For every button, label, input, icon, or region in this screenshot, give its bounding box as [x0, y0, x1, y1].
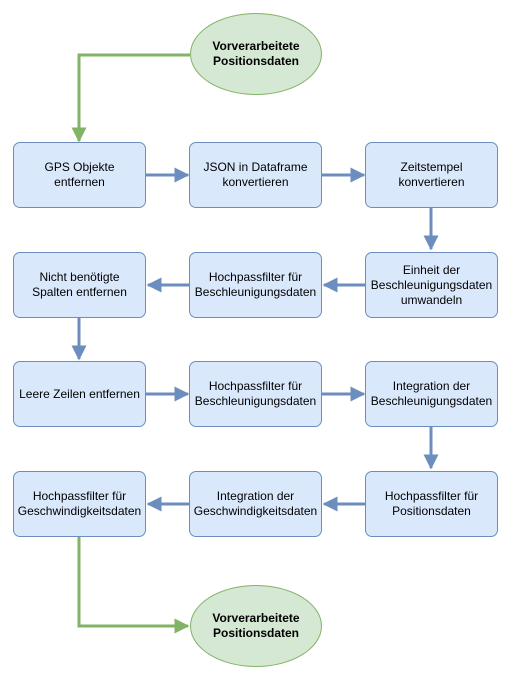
connector-hochpass-geschw-to-end	[77, 537, 190, 634]
step-hochpassfilter-beschleunigung-1: Hochpassfilter für Beschleunigungsdaten	[189, 252, 322, 318]
step-label: Leere Zeilen entfernen	[19, 386, 140, 401]
step-hochpassfilter-beschleunigung-2: Hochpassfilter für Beschleunigungsdaten	[189, 361, 322, 427]
step-label: Hochpassfilter für Positionsdaten	[384, 489, 479, 518]
step-label: Integration der Beschleunigungsdaten	[370, 379, 493, 408]
step-leere-zeilen-entfernen: Leere Zeilen entfernen	[13, 361, 146, 427]
step-label: Hochpassfilter für Geschwindigkeitsdaten	[17, 489, 142, 518]
step-label: Nicht benötigte Spalten entfernen	[32, 270, 127, 299]
step-zeitstempel-konvertieren: Zeitstempel konvertieren	[365, 142, 498, 208]
start-terminal-label: Vorverarbeitete Positionsdaten	[212, 39, 300, 68]
step-gps-objekte-entfernen: GPS Objekte entfernen	[13, 142, 146, 208]
step-einheit-umwandeln: Einheit der Beschleunigungsdaten umwande…	[365, 252, 498, 318]
step-label: Zeitstempel konvertieren	[398, 160, 465, 189]
step-label: JSON in Dataframe konvertieren	[203, 160, 308, 189]
step-hochpassfilter-geschwindigkeit: Hochpassfilter für Geschwindigkeitsdaten	[13, 471, 146, 537]
connector-start-to-gps	[71, 53, 190, 143]
step-label: Einheit der Beschleunigungsdaten umwande…	[370, 262, 493, 307]
step-label: Hochpassfilter für Beschleunigungsdaten	[194, 270, 317, 299]
step-hochpassfilter-position: Hochpassfilter für Positionsdaten	[365, 471, 498, 537]
step-label: Hochpassfilter für Beschleunigungsdaten	[194, 379, 317, 408]
end-terminal-label: Vorverarbeitete Positionsdaten	[212, 611, 300, 640]
end-terminal: Vorverarbeitete Positionsdaten	[190, 585, 322, 667]
step-integration-geschwindigkeit: Integration der Geschwindigkeitsdaten	[189, 471, 322, 537]
step-integration-beschleunigung: Integration der Beschleunigungsdaten	[365, 361, 498, 427]
start-terminal: Vorverarbeitete Positionsdaten	[190, 13, 322, 95]
step-json-in-dataframe: JSON in Dataframe konvertieren	[189, 142, 322, 208]
step-label: Integration der Geschwindigkeitsdaten	[193, 489, 318, 518]
step-nicht-benoetigte-spalten: Nicht benötigte Spalten entfernen	[13, 252, 146, 318]
step-label: GPS Objekte entfernen	[44, 160, 115, 189]
